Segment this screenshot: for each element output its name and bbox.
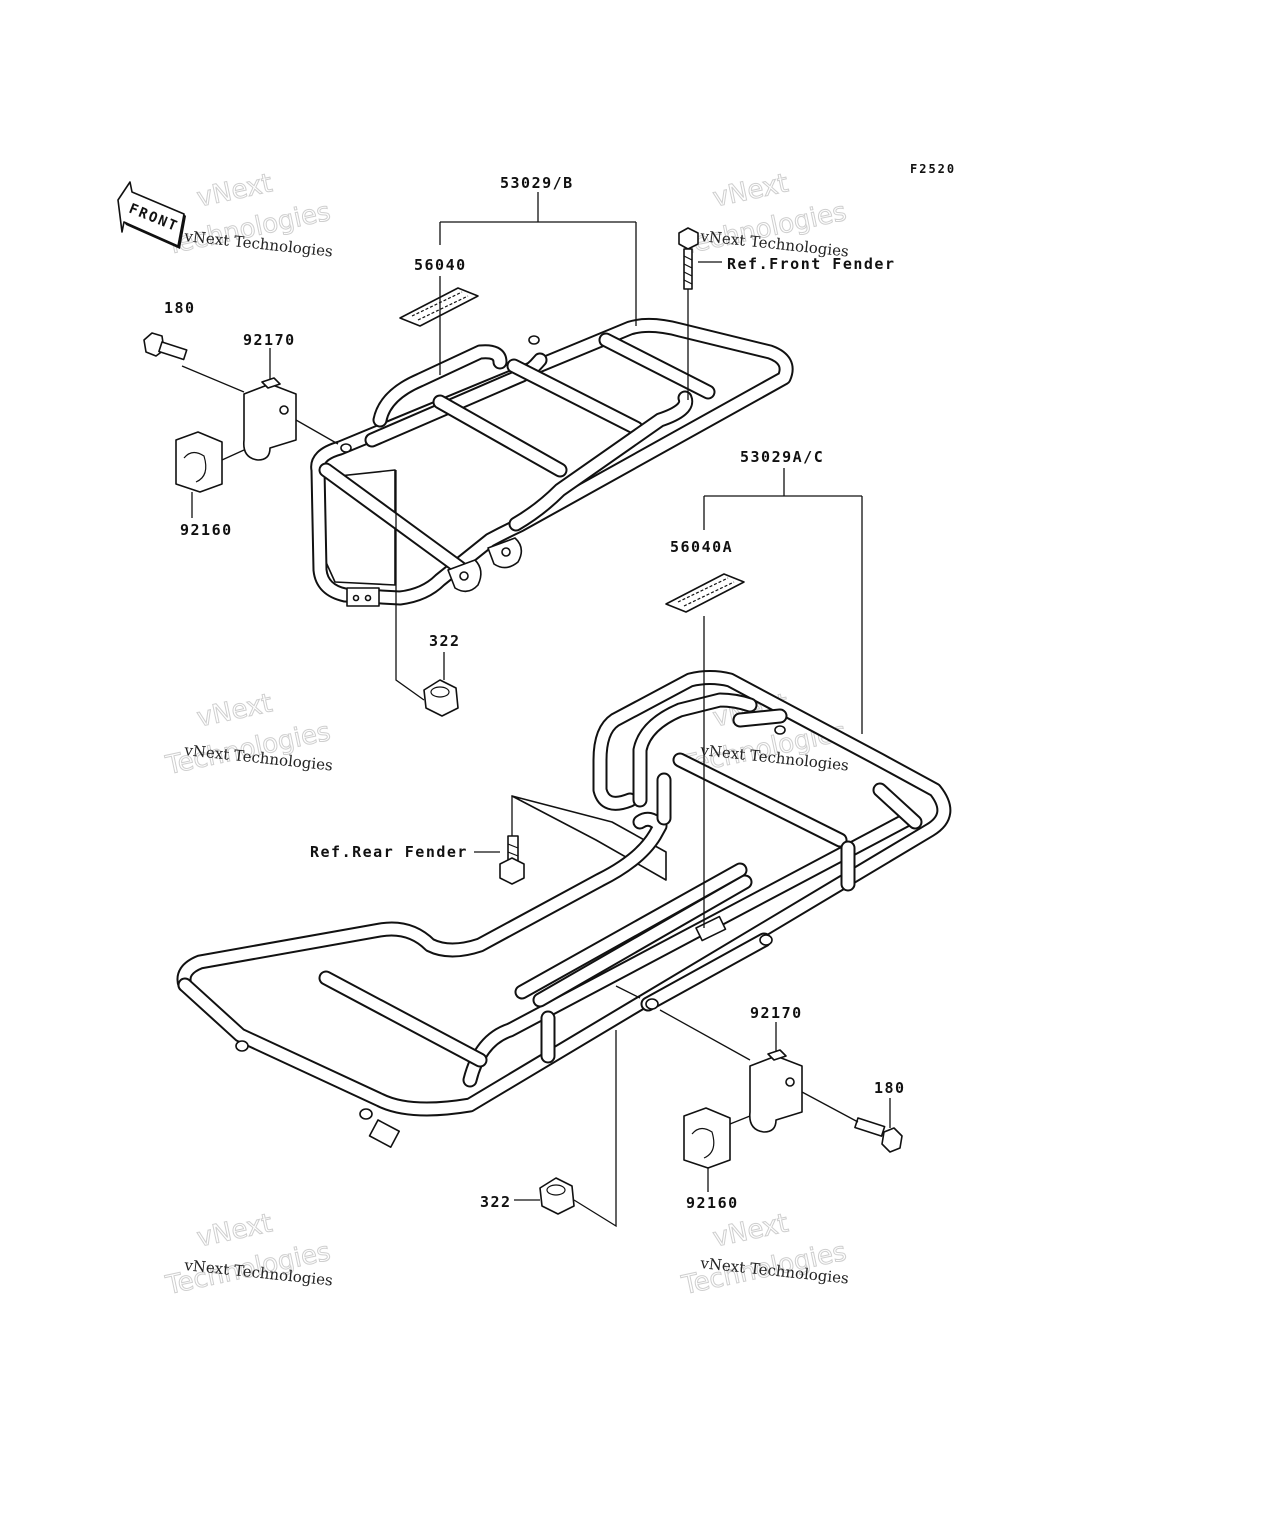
nut-322-rear-icon [539,1177,575,1215]
bolt-180-left-icon [143,332,188,361]
clamp-92170-right-icon [748,1049,803,1133]
label-322-front: 322 [429,632,461,650]
label-180-right: 180 [874,1079,906,1097]
label-92170-left: 92170 [243,331,296,349]
label-180-left: 180 [164,299,196,317]
label-53029-b: 53029/B [500,174,574,192]
svg-text:vNext: vNext [710,1208,791,1253]
clamp-92170-left-icon [242,377,297,461]
front-carrier [310,317,794,607]
label-56040: 56040 [414,256,467,274]
cushion-92160-left-icon [175,431,223,493]
figure-code: F2520 [910,162,956,176]
rear-carrier [176,670,952,1148]
label-ref-rear-fender: Ref.Rear Fender [310,843,468,861]
svg-text:vNext: vNext [194,688,275,733]
label-92170-right: 92170 [750,1004,803,1022]
svg-text:vNext: vNext [194,1208,275,1253]
label-ref-front-fender: Ref.Front Fender [727,255,896,273]
label-plate-56040a [665,573,745,613]
label-322-rear: 322 [480,1193,512,1211]
watermark-bottom-right: vNext Technologies [678,1208,850,1302]
cushion-92160-right-icon [683,1107,731,1169]
leader-lines [181,192,891,1228]
bolt-180-right-icon [854,1117,903,1153]
rear-fender-bolt-icon [499,835,525,885]
label-92160-left: 92160 [180,521,233,539]
front-arrow-icon: FRONT [117,181,186,249]
label-92160-right: 92160 [686,1194,739,1212]
rear-carrier-panel [511,795,667,881]
label-plate-56040 [399,287,479,327]
svg-text:vNext: vNext [710,168,791,213]
label-56040a: 56040A [670,538,733,556]
svg-text:vNext: vNext [194,168,275,213]
nut-322-front-icon [423,679,459,717]
label-53029a-c: 53029A/C [740,448,824,466]
